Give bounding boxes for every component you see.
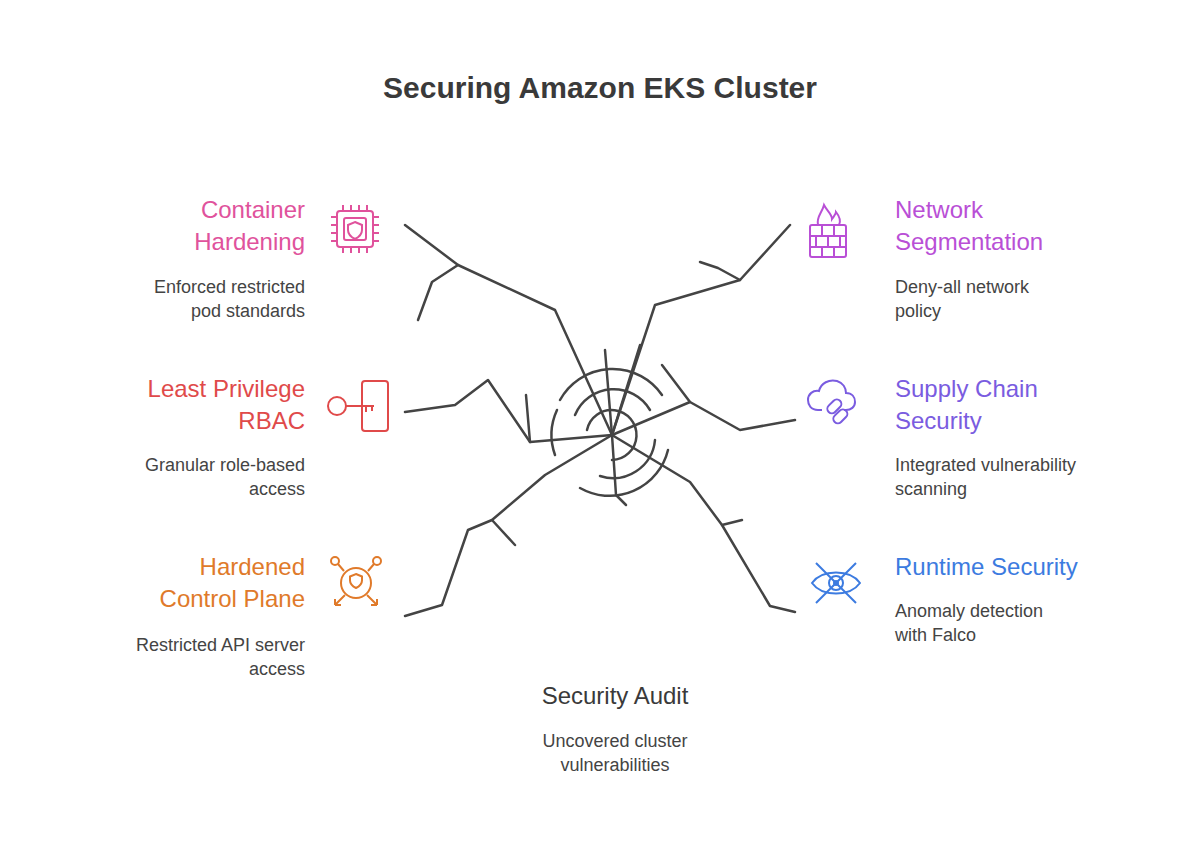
item-heading: Supply Chain Security <box>895 373 1065 437</box>
center-heading: Security Audit <box>465 680 765 712</box>
item-heading: Hardened Control Plane <box>135 551 305 615</box>
cloud-link-icon <box>808 380 855 425</box>
diagram-title: Securing Amazon EKS Cluster <box>200 70 1000 106</box>
item-description: Enforced restricted pod standards <box>125 275 305 323</box>
item-description: Deny-all network policy <box>895 275 1055 323</box>
firewall-icon <box>810 205 846 257</box>
center-description: Uncovered cluster vulnerabilities <box>515 729 715 777</box>
item-description: Anomaly detection with Falco <box>895 599 1075 647</box>
crack-lines <box>405 225 795 616</box>
item-heading: Least Privilege RBAC <box>125 373 305 437</box>
key-door-icon <box>328 381 388 431</box>
item-heading: Runtime Security <box>895 551 1135 583</box>
item-description: Granular role-based access <box>115 453 305 501</box>
eye-icon <box>812 563 860 603</box>
control-plane-icon <box>331 557 381 605</box>
item-description: Integrated vulnerability scanning <box>895 453 1110 501</box>
item-heading: Container Hardening <box>175 194 305 258</box>
item-description: Restricted API server access <box>105 633 305 681</box>
item-heading: Network Segmentation <box>895 194 1070 258</box>
chip-shield-icon <box>331 205 379 253</box>
